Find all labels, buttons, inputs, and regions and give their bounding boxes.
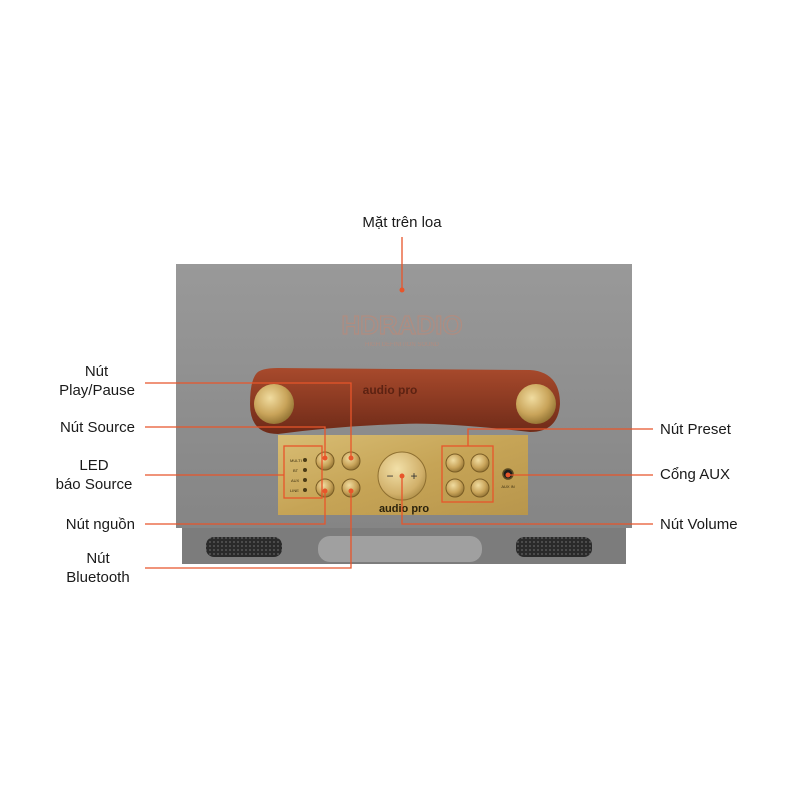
aux-port-label: AUX IN bbox=[501, 484, 514, 489]
label-led-line2: báo Source bbox=[55, 476, 133, 493]
strap-brand: audio pro bbox=[363, 383, 418, 397]
strap-rivet-right bbox=[516, 384, 556, 424]
watermark-main: HDRADIO bbox=[341, 310, 462, 340]
label-top-surface: Mặt trên loa bbox=[362, 214, 442, 231]
callout-dots bbox=[322, 287, 511, 494]
label-led-line1: LED bbox=[79, 457, 109, 474]
callout-dot bbox=[322, 488, 328, 494]
callout-dot bbox=[348, 455, 354, 461]
label-volume: Nút Volume bbox=[660, 516, 738, 533]
callout-power bbox=[145, 491, 326, 525]
label-bluetooth-line1: Nút bbox=[86, 550, 110, 567]
callout-play-pause bbox=[145, 382, 352, 458]
bottom-port bbox=[318, 536, 482, 562]
preset-button-2[interactable] bbox=[470, 453, 490, 473]
volume-plus-icon: + bbox=[410, 469, 417, 483]
watermark-sub: HIGH DEFINITION SOUND bbox=[365, 342, 440, 348]
led-label-aux: AUX bbox=[291, 478, 300, 483]
led-dot bbox=[303, 458, 307, 462]
callout-lines bbox=[145, 237, 653, 569]
leather-strap: audio pro bbox=[250, 368, 560, 434]
label-power: Nút nguồn bbox=[65, 516, 135, 533]
label-source: Nút Source bbox=[59, 419, 135, 436]
callout-dot bbox=[348, 488, 354, 494]
volume-minus-icon: − bbox=[386, 469, 393, 483]
led-label-bt: BT bbox=[293, 468, 299, 473]
label-bluetooth-line2: Bluetooth bbox=[66, 569, 130, 586]
led-dot bbox=[303, 488, 307, 492]
callout-dot bbox=[322, 455, 328, 461]
callout-dot bbox=[399, 473, 405, 479]
label-play-pause-line2: Play/Pause bbox=[59, 382, 135, 399]
label-led: LED báo Source bbox=[40, 456, 148, 494]
led-group-box bbox=[283, 445, 323, 499]
led-label-line: LINE bbox=[290, 488, 299, 493]
callout-volume bbox=[401, 476, 653, 525]
led-dot bbox=[303, 478, 307, 482]
led-dot bbox=[303, 468, 307, 472]
left-grille bbox=[206, 537, 282, 557]
preset-button-1[interactable] bbox=[445, 453, 465, 473]
preset-group-box bbox=[441, 445, 494, 503]
callout-dot bbox=[505, 472, 511, 478]
label-preset: Nút Preset bbox=[660, 421, 731, 438]
strap-rivet-left bbox=[254, 384, 294, 424]
callout-dot bbox=[399, 287, 405, 293]
callout-bluetooth bbox=[145, 491, 352, 569]
preset-button-3[interactable] bbox=[445, 478, 465, 498]
callout-source bbox=[145, 426, 326, 458]
right-grille bbox=[516, 537, 592, 557]
led-label-multi: MULTI bbox=[290, 458, 302, 463]
label-play-pause-line1: Nút bbox=[84, 363, 109, 380]
label-aux: Cổng AUX bbox=[660, 466, 731, 483]
label-play-pause: Nút Play/Pause bbox=[30, 362, 135, 400]
callout-preset bbox=[467, 428, 653, 446]
label-bluetooth: Nút Bluetooth bbox=[50, 549, 146, 587]
preset-button-4[interactable] bbox=[470, 478, 490, 498]
panel-brand: audio pro bbox=[379, 503, 429, 515]
